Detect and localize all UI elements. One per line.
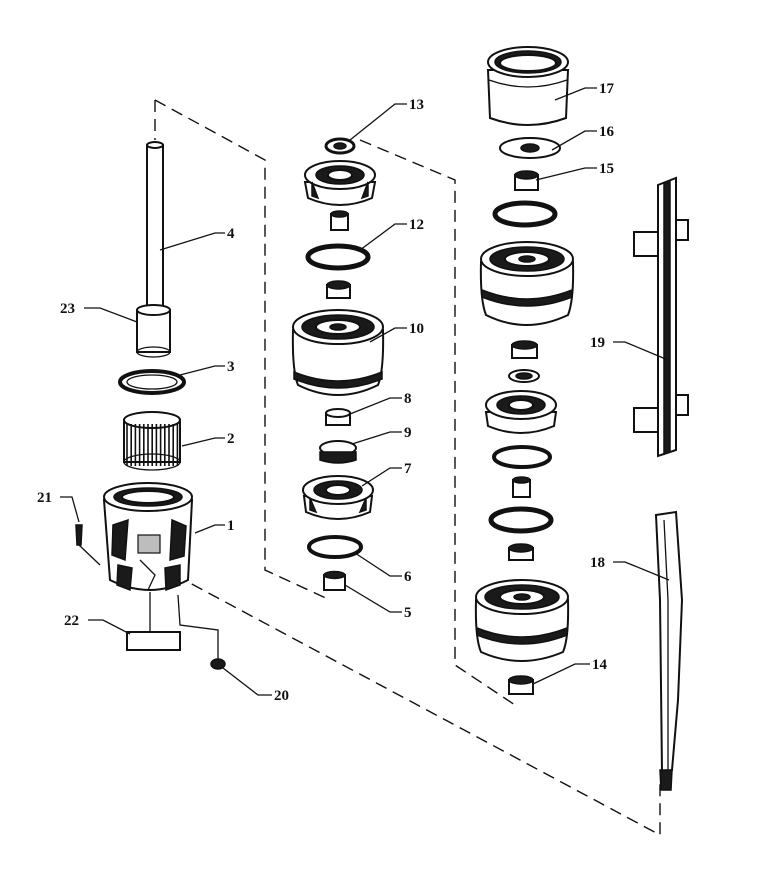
part-8-bushing bbox=[325, 408, 351, 426]
part-6-ring bbox=[307, 535, 363, 559]
part-4-shaft bbox=[146, 141, 164, 309]
diffuser-upper-middle bbox=[303, 160, 377, 206]
callout-1: 1 bbox=[227, 518, 235, 534]
part-23-coupling bbox=[136, 304, 171, 358]
callout-14: 14 bbox=[592, 657, 608, 673]
part-5-bushing bbox=[323, 570, 346, 591]
part-10-impeller-housing bbox=[291, 309, 385, 396]
part-18-cable-strap bbox=[654, 510, 684, 791]
callout-23: 23 bbox=[60, 301, 75, 317]
assembly-guide-lines bbox=[154, 99, 661, 837]
part-20-nut bbox=[177, 594, 226, 670]
part-15-bushing bbox=[514, 170, 539, 191]
callout-15: 15 bbox=[599, 161, 614, 177]
part-14-bushing bbox=[508, 675, 534, 695]
ring-right-middle bbox=[492, 445, 552, 469]
callout-3: 3 bbox=[227, 359, 235, 375]
callout-21: 21 bbox=[37, 490, 52, 506]
bushing-middle-upper bbox=[330, 210, 349, 231]
impeller-housing-right-upper bbox=[479, 241, 575, 326]
part-16-plate bbox=[499, 137, 561, 159]
callout-7: 7 bbox=[404, 461, 412, 477]
diffuser-right bbox=[484, 390, 558, 434]
part-13-washer bbox=[324, 137, 356, 155]
part-17-top-housing bbox=[486, 46, 570, 126]
part-12-ring bbox=[305, 243, 371, 271]
callout-20: 20 bbox=[274, 688, 289, 704]
callout-10: 10 bbox=[409, 321, 424, 337]
callout-19: 19 bbox=[590, 335, 605, 351]
part-22-plate bbox=[126, 592, 181, 651]
callout-17: 17 bbox=[599, 81, 615, 97]
callout-16: 16 bbox=[599, 124, 615, 140]
bushing-right bbox=[512, 476, 531, 498]
sleeve-middle bbox=[326, 280, 351, 299]
callout-22: 22 bbox=[64, 613, 79, 629]
callout-6: 6 bbox=[404, 569, 412, 585]
callout-2: 2 bbox=[227, 431, 235, 447]
part-9-seal bbox=[319, 440, 357, 464]
callout-13: 13 bbox=[409, 97, 424, 113]
part-3-ring bbox=[118, 369, 186, 395]
sleeves-right bbox=[508, 340, 540, 383]
callouts: 1 2 3 4 5 6 7 8 9 10 12 13 14 15 16 17 1 bbox=[37, 81, 670, 704]
sleeve-right-lower bbox=[508, 543, 534, 561]
part-21-screw bbox=[75, 524, 101, 566]
part-19-cable-guard bbox=[633, 176, 689, 458]
callout-12: 12 bbox=[409, 217, 424, 233]
ring-right-upper bbox=[492, 200, 558, 228]
callout-18: 18 bbox=[590, 555, 605, 571]
part-1-suction-housing bbox=[102, 482, 194, 592]
callout-9: 9 bbox=[404, 425, 412, 441]
ring-right-lower bbox=[488, 506, 554, 534]
part-2-strainer bbox=[123, 411, 181, 471]
part-7-diffuser bbox=[302, 475, 374, 520]
impeller-housing-right-lower bbox=[474, 579, 570, 662]
callout-8: 8 bbox=[404, 391, 412, 407]
callout-5: 5 bbox=[404, 605, 412, 621]
callout-4: 4 bbox=[227, 226, 235, 242]
